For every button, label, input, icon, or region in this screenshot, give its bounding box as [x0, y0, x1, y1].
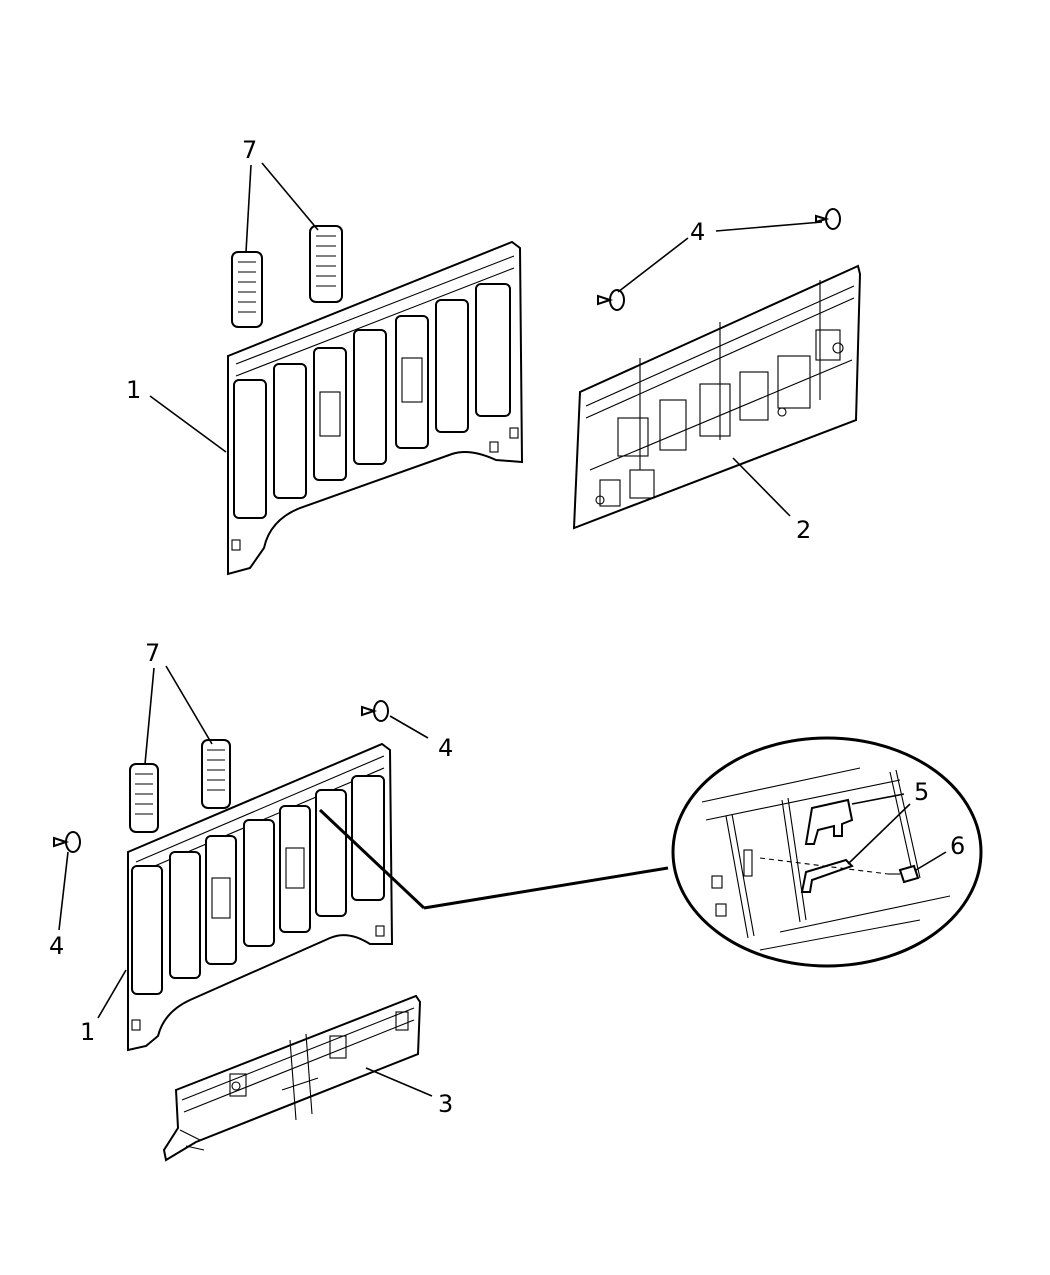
leader-1-top — [149, 395, 227, 453]
top-fastener-left — [597, 289, 625, 311]
callout-6: 6 — [950, 832, 965, 860]
callout-4-bottom-right: 4 — [438, 734, 453, 762]
leader-4-top-a — [715, 221, 823, 232]
top-vent-right — [309, 225, 343, 303]
leader-6 — [915, 851, 947, 871]
bottom-lower-panel — [162, 994, 422, 1162]
bottom-fastener-left — [53, 831, 81, 853]
leader-4-bottom-right — [389, 715, 429, 739]
callout-7-top: 7 — [242, 136, 257, 164]
leader-5-a — [851, 793, 905, 805]
bottom-vent-leaders — [144, 665, 213, 765]
leader-5-b — [847, 803, 911, 865]
leader-4-bottom-left — [58, 851, 69, 931]
callout-1-top: 1 — [126, 376, 141, 404]
leader-3 — [365, 1067, 433, 1097]
callout-4-bottom-left: 4 — [49, 932, 64, 960]
bottom-vent-left — [129, 763, 159, 833]
top-fastener-right — [815, 208, 841, 230]
detail-clip — [759, 857, 920, 884]
leader-1-bottom — [97, 969, 127, 1019]
top-vent-leaders — [245, 162, 319, 253]
detail-bracket — [800, 798, 854, 893]
bottom-vent-right — [201, 739, 231, 809]
top-vent-left — [231, 251, 263, 328]
callout-4-top: 4 — [690, 218, 705, 246]
detail-view — [671, 736, 983, 968]
top-front-panel — [227, 240, 524, 576]
callout-7-bottom: 7 — [145, 639, 160, 667]
leader-4-top-b — [617, 237, 689, 293]
top-rear-panel — [572, 264, 862, 530]
detail-pointer-a — [318, 808, 426, 910]
bottom-fastener-right — [361, 700, 389, 722]
callout-2: 2 — [796, 516, 811, 544]
bottom-front-panel — [127, 742, 394, 1052]
callout-3: 3 — [438, 1090, 453, 1118]
callout-5: 5 — [914, 778, 929, 806]
leader-2 — [732, 457, 791, 517]
detail-pointer-b — [423, 866, 669, 910]
callout-1-bottom: 1 — [80, 1018, 95, 1046]
